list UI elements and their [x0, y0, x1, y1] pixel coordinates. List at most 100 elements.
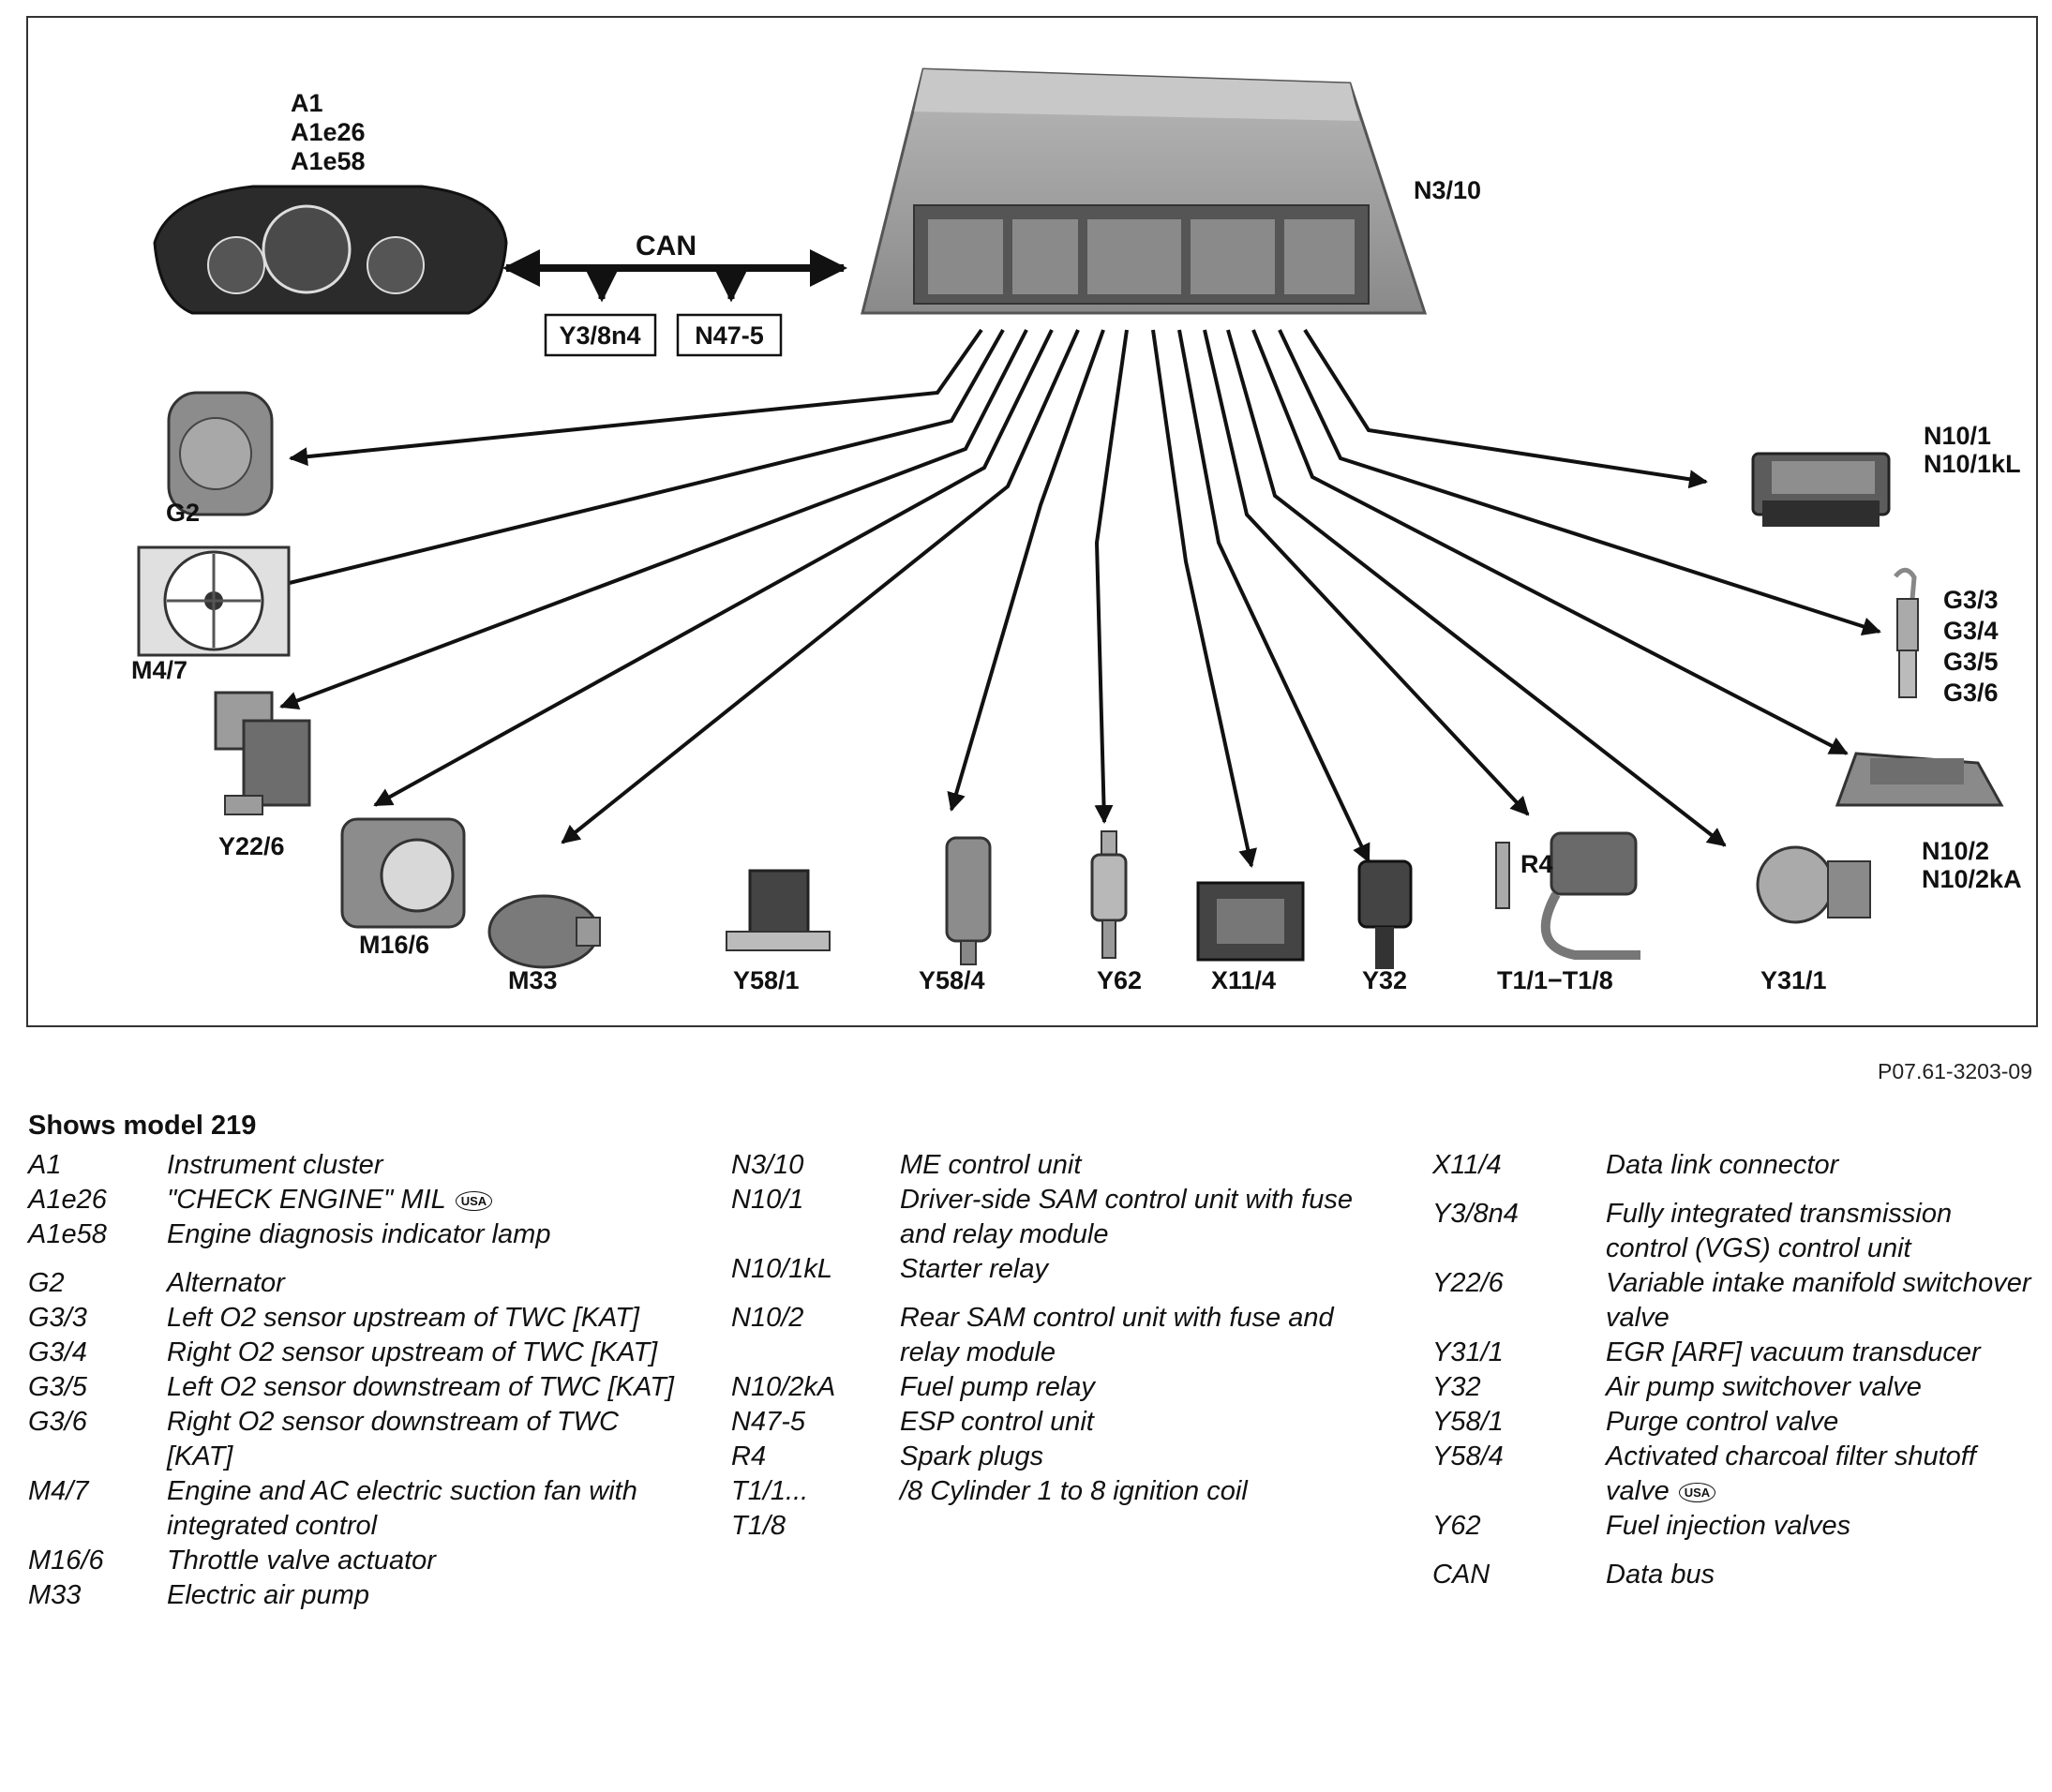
legend-description: Engine and AC electric suction fan with …: [167, 1476, 637, 1541]
can-label: CAN: [636, 231, 696, 261]
legend-code: G3/6: [28, 1407, 87, 1437]
label-y311: Y31/1: [1760, 966, 1827, 994]
legend-description: Rear SAM control unit with fuse and rela…: [900, 1303, 1334, 1367]
legend-heading: Shows model 219: [28, 1111, 257, 1141]
usa-badge-icon: USA: [1678, 1482, 1716, 1502]
legend-description: Right O2 sensor downstream of TWC [KAT]: [167, 1407, 619, 1471]
legend-code: M16/6: [28, 1546, 104, 1575]
label-ecu: N3/10: [1414, 176, 1481, 204]
legend-description: Engine diagnosis indicator lamp: [167, 1219, 551, 1249]
legend-description: Alternator: [167, 1268, 285, 1298]
o2-sensor-icon: [1894, 567, 1919, 698]
injector-icon: [1090, 830, 1128, 959]
legend-code: G3/3: [28, 1303, 87, 1333]
legend-code: G3/4: [28, 1337, 87, 1367]
legend-code: X11/4: [1432, 1150, 1502, 1180]
label-r4: R4: [1520, 850, 1553, 878]
legend-description: Fully integrated transmission control (V…: [1606, 1199, 1953, 1263]
throttle-actuator-icon: [340, 817, 466, 929]
legend-item: Y58/1 Purge control valve: [1432, 1405, 2032, 1440]
label-y226: Y22/6: [218, 832, 285, 860]
charcoal-valve-icon: [945, 836, 992, 965]
legend-code: A1e26: [28, 1185, 107, 1215]
label-y38n4: Y3/8n4: [559, 321, 640, 350]
label-y581: Y58/1: [733, 966, 800, 994]
driver-sam-icon: [1751, 452, 1891, 527]
legend-description: Air pump switchover valve: [1606, 1372, 1922, 1402]
legend-code: Y58/4: [1432, 1441, 1504, 1471]
legend-code: N47-5: [731, 1407, 805, 1437]
legend-description: Left O2 sensor downstream of TWC [KAT]: [167, 1372, 674, 1402]
ignition-coil-icon: [1540, 831, 1640, 960]
legend-item: N10/1kL Starter relay: [731, 1252, 1387, 1287]
legend-item: Y58/4 Activated charcoal filter shutoff v…: [1432, 1440, 2032, 1509]
fan-lines: [261, 328, 1881, 868]
legend-description: Electric air pump: [167, 1580, 369, 1610]
legend-description: [900, 1509, 1387, 1544]
fan-icon: [137, 545, 291, 657]
legend-description: ESP control unit: [900, 1407, 1094, 1437]
legend-item: M4/7 Engine and AC electric suction fan w…: [28, 1474, 684, 1544]
legend-item: G2 Alternator: [28, 1266, 684, 1301]
label-m47: M4/7: [131, 656, 187, 684]
box-n475: [676, 313, 783, 357]
legend-item: N47-5 ESP control unit: [731, 1405, 1387, 1440]
data-link-connector-icon: [1196, 881, 1305, 962]
legend-item: T1/8: [731, 1509, 1387, 1544]
legend-item: T1/1.../8 Cylinder 1 to 8 ignition coil: [731, 1474, 1387, 1509]
legend-description: Left O2 sensor upstream of TWC [KAT]: [167, 1303, 639, 1333]
legend-code: CAN: [1432, 1560, 1490, 1590]
legend-code: A1: [28, 1150, 62, 1180]
legend-code: Y62: [1432, 1511, 1481, 1541]
legend-item: N3/10 ME control unit: [731, 1148, 1387, 1183]
legend-description: EGR [ARF] vacuum transducer: [1606, 1337, 1981, 1367]
legend-description: ME control unit: [900, 1150, 1082, 1180]
legend-code: Y58/1: [1432, 1407, 1504, 1437]
legend-code: G2: [28, 1268, 65, 1298]
legend-code: Y22/6: [1432, 1268, 1504, 1298]
purge-valve-icon: [726, 869, 831, 951]
legend-description: Starter relay: [900, 1254, 1048, 1284]
legend-code: N10/2kA: [731, 1372, 836, 1402]
legend-description: Driver-side SAM control unit with fuse a…: [900, 1185, 1353, 1249]
legend-description: Right O2 sensor upstream of TWC [KAT]: [167, 1337, 658, 1367]
instrument-cluster-icon: [153, 185, 508, 315]
label-n475: N47-5: [695, 321, 764, 350]
label-y584: Y58/4: [919, 966, 985, 994]
legend-description: Purge control valve: [1606, 1407, 1839, 1437]
legend-code: M4/7: [28, 1476, 89, 1506]
legend-item: G3/4 Right O2 sensor upstream of TWC [KAT…: [28, 1336, 684, 1370]
legend-code: N10/1: [731, 1185, 804, 1215]
legend-item: G3/6 Right O2 sensor downstream of TWC [K…: [28, 1405, 684, 1474]
legend-description: Variable intake manifold switchover valv…: [1606, 1268, 2031, 1333]
legend-code: N10/1kL: [731, 1254, 833, 1284]
air-pump-valve-icon: [1357, 859, 1413, 969]
label-y62: Y62: [1097, 966, 1142, 994]
figure-reference: P07.61-3203-09: [1878, 1059, 2032, 1083]
legend-item: X11/4 Data link connector: [1432, 1148, 2032, 1183]
box-y38n4: [544, 313, 657, 357]
intake-valve-icon: [214, 691, 311, 815]
legend-code: N3/10: [731, 1150, 804, 1180]
label-g2: G2: [166, 499, 200, 527]
legend-description: Data link connector: [1606, 1150, 1839, 1180]
me-control-unit-icon: [861, 67, 1428, 315]
legend-code: T1/1...: [731, 1476, 809, 1506]
legend-code: G3/5: [28, 1372, 87, 1402]
